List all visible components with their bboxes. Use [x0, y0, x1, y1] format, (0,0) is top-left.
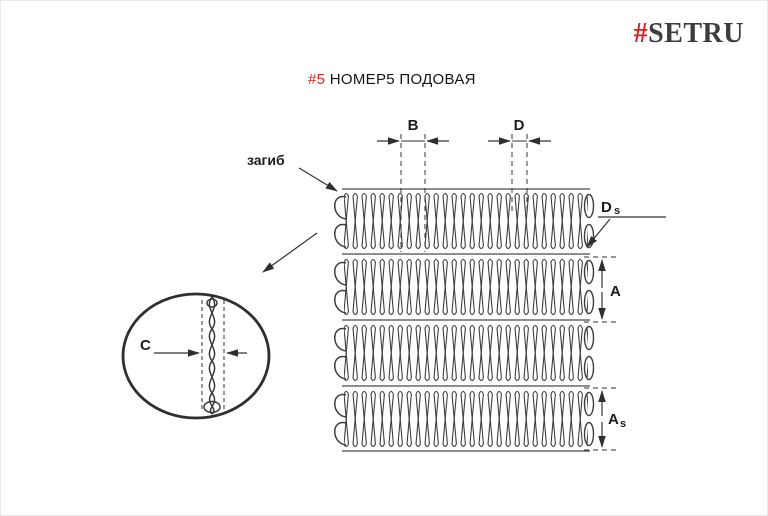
page-title: #5 НОМЕР5 ПОДОВАЯ: [308, 71, 476, 88]
dimension-a: [584, 256, 617, 323]
dim-label-ds: D: [601, 199, 612, 216]
dim-label-d: D: [514, 117, 525, 134]
detail-arrow: [262, 232, 318, 273]
title-text: НОМЕР5 ПОДОВАЯ: [329, 71, 476, 88]
mesh-belt: [334, 188, 595, 452]
dim-label-as-sub: s: [620, 418, 626, 430]
dimension-as: [584, 387, 617, 451]
twisted-wire: [203, 296, 221, 415]
bend-arrow: [298, 167, 338, 192]
cross-section-detail: C: [121, 292, 271, 420]
bend-label: загиб: [247, 152, 285, 168]
logo-text: SETRU: [648, 18, 744, 49]
logo-hash: #: [633, 18, 649, 49]
dim-label-ds-sub: s: [614, 205, 620, 217]
dimension-ds: [586, 216, 666, 248]
dimension-d: [488, 134, 551, 214]
dim-label-c: C: [140, 337, 151, 354]
brand-logo: #SETRU: [634, 18, 744, 50]
dim-label-a: A: [610, 283, 621, 300]
dimension-b: [377, 134, 449, 252]
dim-label-as: A: [608, 411, 619, 428]
title-number: #5: [308, 71, 326, 88]
cross-rods: [342, 188, 590, 452]
dim-label-b: B: [408, 117, 419, 134]
dimension-c: [154, 300, 247, 412]
